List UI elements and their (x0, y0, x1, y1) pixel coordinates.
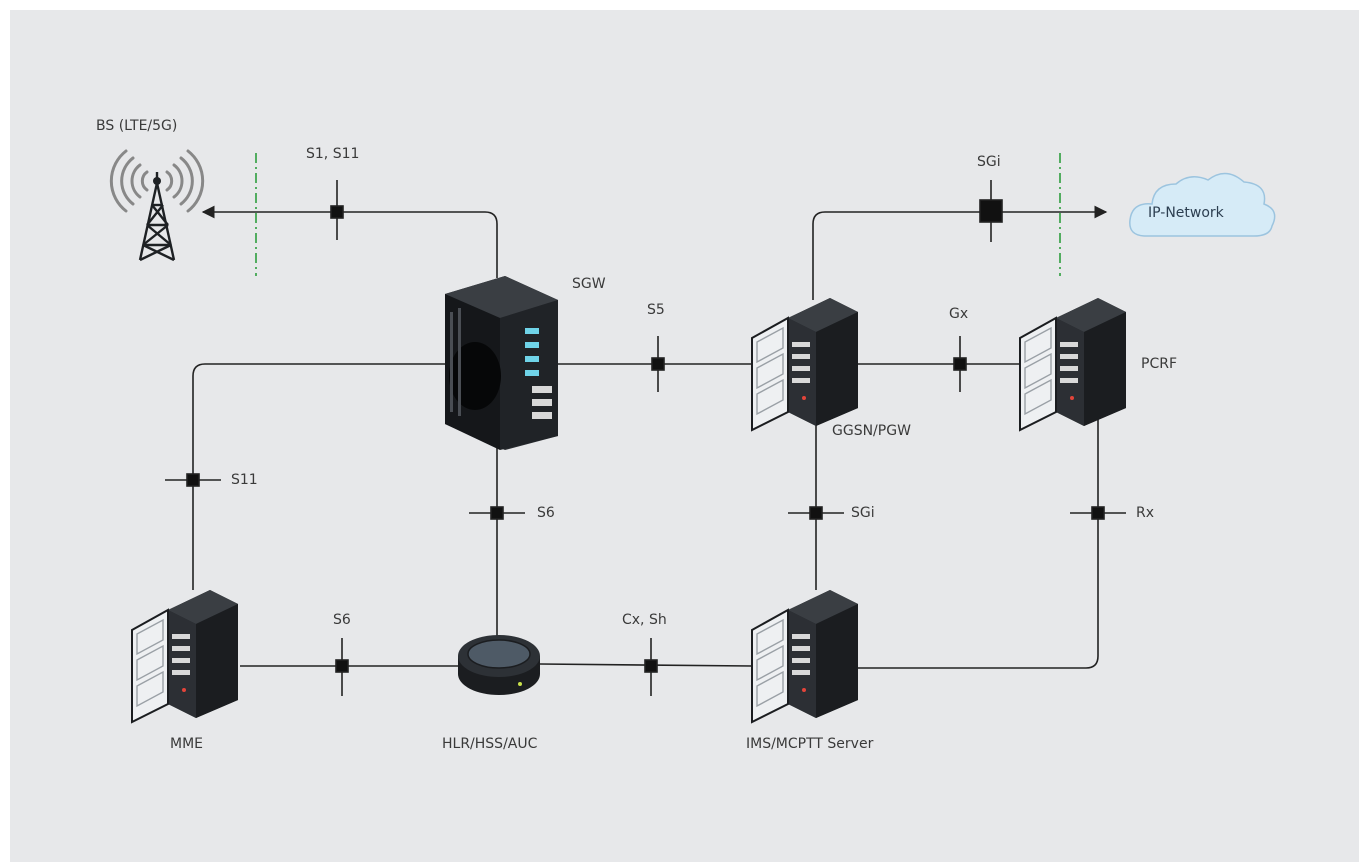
network-boundaries (255, 153, 1061, 276)
label-rx: Rx (1136, 505, 1155, 521)
label-ip-network: IP-Network (1148, 205, 1224, 221)
label-s1-s11: S1, S11 (306, 146, 360, 162)
label-ggsn-pgw: GGSN/PGW (832, 423, 911, 439)
label-hlr: HLR/HSS/AUC (442, 736, 538, 752)
label-s5: S5 (647, 302, 665, 318)
marker-cx-sh (644, 638, 658, 696)
cloud-icon (1129, 172, 1276, 237)
server-rack-icon (445, 276, 558, 450)
marker-s1-s11 (330, 180, 344, 240)
label-sgi-vertical: SGi (851, 505, 875, 521)
link-bs-sgw (201, 205, 498, 278)
label-sgi-top: SGi (977, 154, 1001, 170)
interface-markers (165, 180, 1126, 696)
diagram-canvas (10, 10, 1359, 862)
label-s11: S11 (231, 472, 258, 488)
marker-sgi-vertical (788, 506, 844, 520)
marker-rx (1070, 506, 1126, 520)
label-pcrf: PCRF (1141, 356, 1177, 372)
hss-disc-icon (458, 635, 540, 695)
link-sgw-mme (192, 363, 445, 590)
server-rack-icon (131, 590, 238, 724)
server-rack-icon (751, 298, 858, 432)
label-s6-horizontal: S6 (333, 612, 351, 628)
label-s6-vertical: S6 (537, 505, 555, 521)
connection-lines (192, 205, 1108, 669)
label-bs: BS (LTE/5G) (96, 118, 178, 134)
label-ims: IMS/MCPTT Server (746, 736, 874, 752)
marker-s11 (165, 473, 221, 487)
marker-gx (953, 336, 967, 392)
label-gx: Gx (949, 306, 969, 322)
marker-s6-horizontal (335, 638, 349, 696)
label-sgw: SGW (572, 276, 606, 292)
marker-s6-vertical (469, 506, 525, 520)
antenna-tower-icon (109, 149, 205, 262)
label-cx-sh: Cx, Sh (622, 612, 667, 628)
marker-s5 (651, 336, 665, 392)
label-mme: MME (170, 736, 204, 752)
link-pgw-ipnetwork (812, 205, 1108, 300)
link-pcrf-ims (858, 410, 1099, 669)
server-rack-icon (751, 590, 858, 724)
marker-sgi-top (979, 180, 1003, 242)
server-rack-icon (1019, 298, 1126, 432)
